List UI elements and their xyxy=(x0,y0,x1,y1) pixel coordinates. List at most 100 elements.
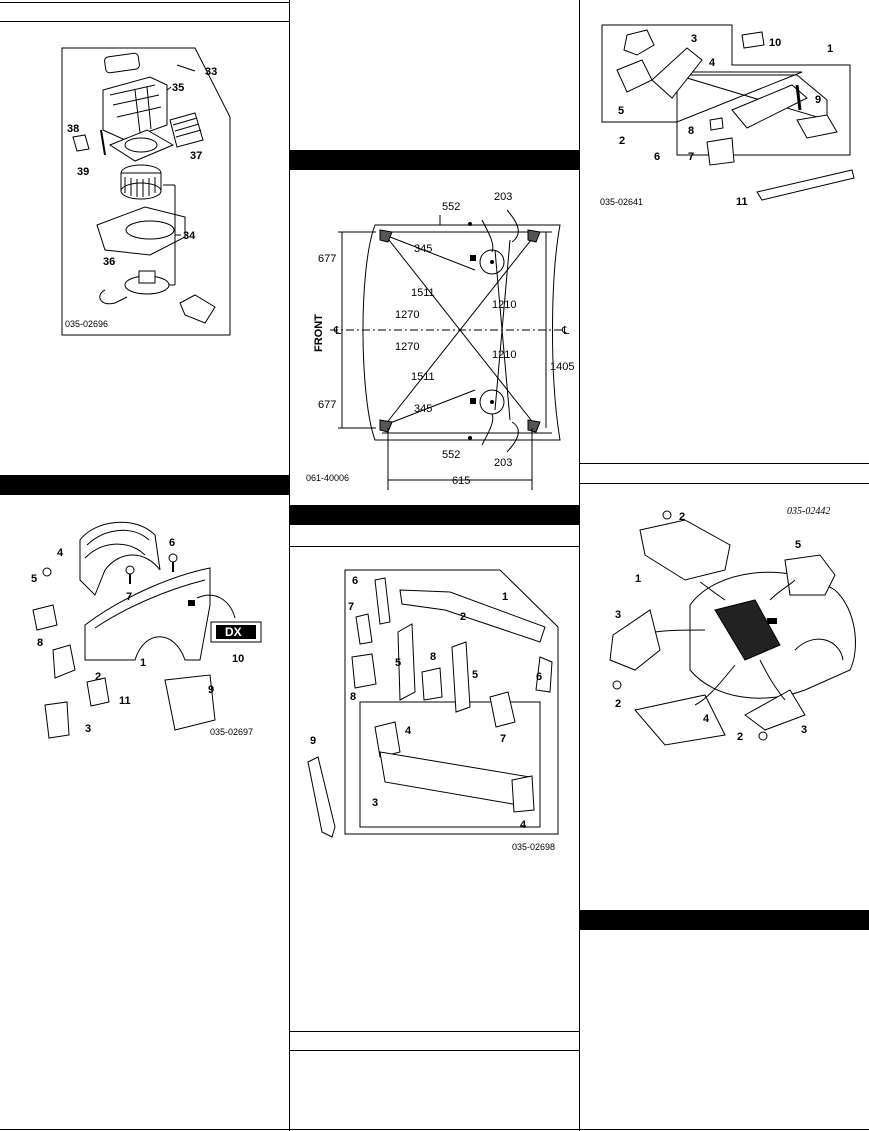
callout: 9 xyxy=(815,94,821,106)
callout: 10 xyxy=(232,653,244,665)
callout: 2 xyxy=(460,611,466,623)
callout: 1 xyxy=(502,591,508,603)
svg-text:345: 345 xyxy=(414,403,432,415)
front-fender-figure: DX 4 6 5 7 8 1 10 2 9 11 3 035-02697 xyxy=(31,521,262,739)
callout: 9 xyxy=(208,684,214,696)
fender-part xyxy=(84,567,211,661)
figure-caption: 035-02641 xyxy=(600,197,643,207)
radiator-support-figure: 6 7 1 2 5 8 5 8 6 7 9 4 3 4 035-02698 xyxy=(307,569,559,852)
bracket-part xyxy=(32,604,58,631)
rail-part xyxy=(651,47,703,99)
section-rule xyxy=(290,1050,580,1051)
callout: 8 xyxy=(350,691,356,703)
callout: 5 xyxy=(31,573,37,585)
figure-frame xyxy=(344,569,559,835)
svg-text:1511: 1511 xyxy=(411,371,435,383)
callout: 8 xyxy=(37,637,43,649)
callout: 2 xyxy=(679,511,685,523)
bracket-part xyxy=(616,59,653,93)
svg-text:552: 552 xyxy=(442,201,460,213)
svg-text:203: 203 xyxy=(494,191,512,203)
upper-support-part xyxy=(399,589,546,643)
callout: 36 xyxy=(103,256,115,268)
bracket-part xyxy=(623,29,655,56)
figure-frame xyxy=(61,47,231,336)
callout: 3 xyxy=(801,724,807,736)
column-right: 3 10 1 4 5 9 2 8 6 7 11 035-02641 xyxy=(579,0,869,1131)
callout: 38 xyxy=(67,123,79,135)
svg-text:1210: 1210 xyxy=(492,349,516,361)
callout: 37 xyxy=(190,150,202,162)
section-header-bar xyxy=(290,505,580,525)
svg-text:677: 677 xyxy=(318,253,336,265)
svg-text:615: 615 xyxy=(452,475,470,487)
splash-part xyxy=(609,609,661,671)
callout: 4 xyxy=(57,547,64,559)
svg-text:1210: 1210 xyxy=(492,299,516,311)
lower-support-part xyxy=(379,751,531,808)
callout: 6 xyxy=(352,575,358,587)
callout: 10 xyxy=(769,37,781,49)
svg-text:1270: 1270 xyxy=(395,309,419,321)
lower-case-part xyxy=(96,206,186,256)
callout: 11 xyxy=(736,196,748,208)
callout: 3 xyxy=(615,609,621,621)
figure-caption: 035-02696 xyxy=(65,319,108,329)
car-outline xyxy=(689,571,856,699)
callout: 39 xyxy=(77,166,89,178)
section-rule xyxy=(580,463,869,464)
undercover-part xyxy=(634,694,726,746)
side-member-part xyxy=(731,84,808,129)
callout: 4 xyxy=(520,819,527,831)
callout: 2 xyxy=(619,135,625,147)
svg-text:℄: ℄ xyxy=(561,325,569,337)
section-header-bar xyxy=(290,150,580,170)
svg-text:1270: 1270 xyxy=(395,341,419,353)
callout: 8 xyxy=(430,651,436,663)
callout: 3 xyxy=(372,797,378,809)
figure-caption: 035-02698 xyxy=(512,842,555,852)
svg-text:1511: 1511 xyxy=(411,287,435,299)
callout: 2 xyxy=(615,698,621,710)
callout: 6 xyxy=(536,671,542,683)
section-header-bar xyxy=(580,910,869,930)
callout: 7 xyxy=(126,591,132,603)
body-outline xyxy=(362,224,561,441)
section-rule xyxy=(580,483,869,484)
front-label: FRONT xyxy=(313,314,325,352)
bracket-part xyxy=(52,644,76,679)
side-bracket-part xyxy=(307,756,336,838)
callout: 4 xyxy=(709,57,716,69)
callout: 7 xyxy=(500,733,506,745)
case-part xyxy=(102,76,168,141)
pillar-part xyxy=(451,641,471,713)
callout: 4 xyxy=(703,713,710,725)
svg-text:345: 345 xyxy=(414,243,432,255)
svg-text:552: 552 xyxy=(442,449,460,461)
callout: 8 xyxy=(688,125,694,137)
frame-dimensions-figure: 552 203 345 677 1511 1210 1270 1270 1210… xyxy=(306,191,574,490)
pillar-part xyxy=(397,623,416,701)
callout: 5 xyxy=(618,105,624,117)
callout: 2 xyxy=(737,731,743,743)
figure-caption: 035-02442 xyxy=(787,506,830,517)
figure-caption: 061-40006 xyxy=(306,473,349,483)
callout: 5 xyxy=(395,657,401,669)
callout: 33 xyxy=(205,66,217,78)
section-rule xyxy=(0,2,289,3)
blower-unit-figure: 33 35 38 37 39 34 36 035-02696 xyxy=(61,47,231,336)
callout: 34 xyxy=(183,230,196,242)
mud-flap-part xyxy=(164,674,216,731)
bracket-part xyxy=(44,701,70,739)
liner-part xyxy=(79,521,161,596)
filter-part xyxy=(169,112,204,148)
figure-frame xyxy=(601,24,851,156)
reinforcement-part xyxy=(756,169,855,201)
svg-text:DX: DX xyxy=(225,625,242,639)
callout: 5 xyxy=(795,539,801,551)
bracket-part xyxy=(72,134,90,152)
callout: 4 xyxy=(405,725,412,737)
callout: 1 xyxy=(635,573,641,585)
section-header-bar xyxy=(0,475,289,495)
splash-part xyxy=(744,689,806,731)
